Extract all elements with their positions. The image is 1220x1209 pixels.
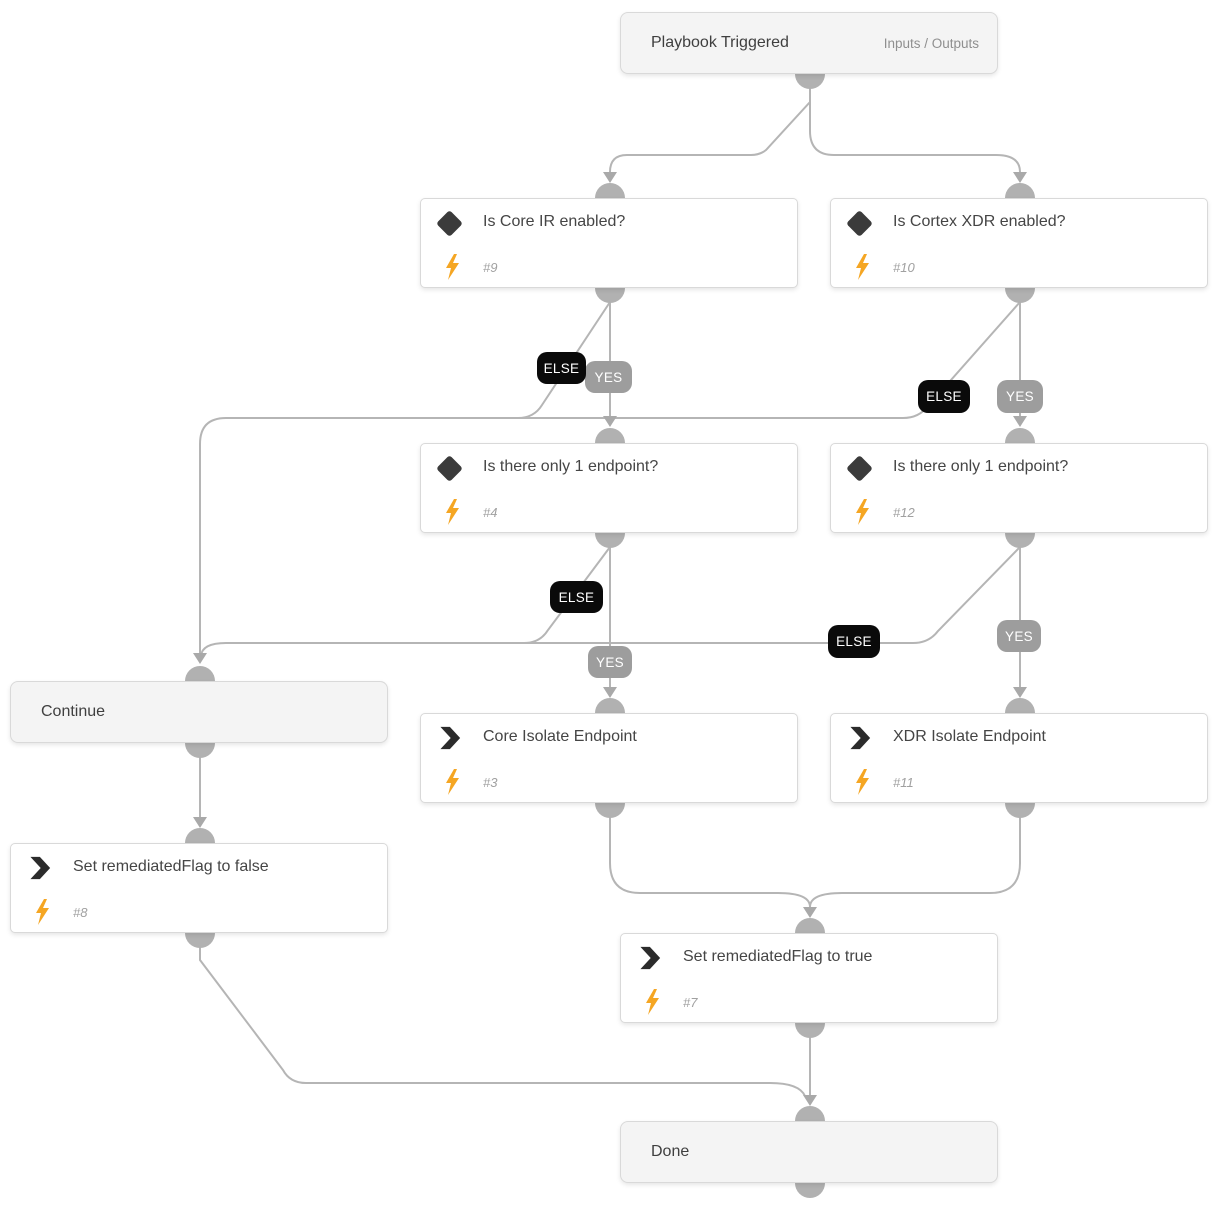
task-title: Done <box>651 1143 690 1160</box>
task-title: Core Isolate Endpoint <box>483 728 637 745</box>
task-set-remediatedflag-false[interactable]: Set remediatedFlag to false #8 <box>10 843 388 933</box>
task-title: Is Core IR enabled? <box>483 213 626 230</box>
task-chevron-icon <box>845 724 873 752</box>
node-out-cond4[interactable] <box>595 533 625 548</box>
task-is-only-one-endpoint-xdr[interactable]: Is there only 1 endpoint? #12 <box>830 443 1208 533</box>
task-id: #12 <box>893 505 915 520</box>
task-id: #10 <box>893 260 915 275</box>
connector-task8-to-done <box>199 947 806 1097</box>
task-continue[interactable]: Continue <box>10 681 388 743</box>
task-title: Set remediatedFlag to true <box>683 948 873 965</box>
condition-diamond-icon <box>845 454 873 482</box>
arrowhead <box>803 1095 817 1106</box>
node-out-trigger[interactable] <box>795 74 825 89</box>
automation-bolt-icon <box>438 498 466 526</box>
condition-diamond-icon <box>435 454 463 482</box>
connector-cond12-else <box>200 546 1021 657</box>
node-in-cond4[interactable] <box>595 428 625 443</box>
connector-trigger-to-cond10 <box>809 88 1021 173</box>
task-title: Is Cortex XDR enabled? <box>893 213 1066 230</box>
task-id: #7 <box>683 995 698 1010</box>
node-in-done[interactable] <box>795 1106 825 1121</box>
arrowhead <box>1013 687 1027 698</box>
condition-diamond-icon <box>845 209 873 237</box>
node-out-task11[interactable] <box>1005 803 1035 818</box>
task-playbook-triggered[interactable]: Playbook Triggered Inputs / Outputs <box>620 12 998 74</box>
automation-bolt-icon <box>438 768 466 796</box>
connector-task11-to-task7 <box>809 817 1021 908</box>
task-id: #3 <box>483 775 498 790</box>
arrowhead <box>803 907 817 918</box>
task-set-remediatedflag-true[interactable]: Set remediatedFlag to true #7 <box>620 933 998 1023</box>
arrowhead <box>193 817 207 828</box>
task-xdr-isolate-endpoint[interactable]: XDR Isolate Endpoint #11 <box>830 713 1208 803</box>
task-title: Playbook Triggered <box>651 34 789 51</box>
automation-bolt-icon <box>848 253 876 281</box>
task-chevron-icon <box>435 724 463 752</box>
branch-label-yes-cond12: YES <box>997 620 1041 652</box>
node-in-task7[interactable] <box>795 918 825 933</box>
task-done[interactable]: Done <box>620 1121 998 1183</box>
node-in-task11[interactable] <box>1005 698 1035 713</box>
task-id: #9 <box>483 260 498 275</box>
automation-bolt-icon <box>848 768 876 796</box>
node-out-done[interactable] <box>795 1183 825 1198</box>
arrowhead <box>603 416 617 427</box>
task-title: Is there only 1 endpoint? <box>893 458 1069 475</box>
automation-bolt-icon <box>28 898 56 926</box>
node-out-task8[interactable] <box>185 933 215 948</box>
automation-bolt-icon <box>848 498 876 526</box>
task-title: Continue <box>41 703 106 720</box>
branch-label-yes-cond4: YES <box>588 646 632 678</box>
condition-diamond-icon <box>435 209 463 237</box>
branch-label-else-cond12: ELSE <box>828 625 880 658</box>
branch-label-yes-cond10: YES <box>997 380 1043 413</box>
task-is-core-ir-enabled[interactable]: Is Core IR enabled? #9 <box>420 198 798 288</box>
arrowhead <box>603 172 617 183</box>
connector-trigger-to-cond9 <box>609 88 811 173</box>
branch-label-else-cond4: ELSE <box>550 581 603 613</box>
automation-bolt-icon <box>638 988 666 1016</box>
task-is-only-one-endpoint-core[interactable]: Is there only 1 endpoint? #4 <box>420 443 798 533</box>
node-in-cond12[interactable] <box>1005 428 1035 443</box>
node-in-cond10[interactable] <box>1005 183 1035 198</box>
node-out-continue[interactable] <box>185 743 215 758</box>
node-in-task3[interactable] <box>595 698 625 713</box>
automation-bolt-icon <box>438 253 466 281</box>
node-in-task8[interactable] <box>185 828 215 843</box>
task-is-cortex-xdr-enabled[interactable]: Is Cortex XDR enabled? #10 <box>830 198 1208 288</box>
arrowhead <box>193 653 207 664</box>
node-in-continue[interactable] <box>185 666 215 681</box>
arrowhead <box>1013 172 1027 183</box>
branch-label-else-cond9: ELSE <box>537 352 586 384</box>
task-core-isolate-endpoint[interactable]: Core Isolate Endpoint #3 <box>420 713 798 803</box>
arrowhead <box>603 687 617 698</box>
task-id: #4 <box>483 505 498 520</box>
task-id: #11 <box>893 775 914 790</box>
arrowhead <box>1013 416 1027 427</box>
task-id: #8 <box>73 905 88 920</box>
inputs-outputs-link[interactable]: Inputs / Outputs <box>883 35 979 51</box>
node-out-cond10[interactable] <box>1005 288 1035 303</box>
task-chevron-icon <box>635 944 663 972</box>
connector-task3-to-task7 <box>609 817 811 908</box>
task-title: Set remediatedFlag to false <box>73 858 269 875</box>
node-out-task7[interactable] <box>795 1023 825 1038</box>
node-out-cond12[interactable] <box>1005 533 1035 548</box>
node-out-task3[interactable] <box>595 803 625 818</box>
task-title: Is there only 1 endpoint? <box>483 458 659 475</box>
branch-label-yes-cond9: YES <box>585 361 632 393</box>
node-in-cond9[interactable] <box>595 183 625 198</box>
node-out-cond9[interactable] <box>595 288 625 303</box>
task-title: XDR Isolate Endpoint <box>893 728 1046 745</box>
task-chevron-icon <box>25 854 53 882</box>
branch-label-else-cond10: ELSE <box>918 380 970 413</box>
